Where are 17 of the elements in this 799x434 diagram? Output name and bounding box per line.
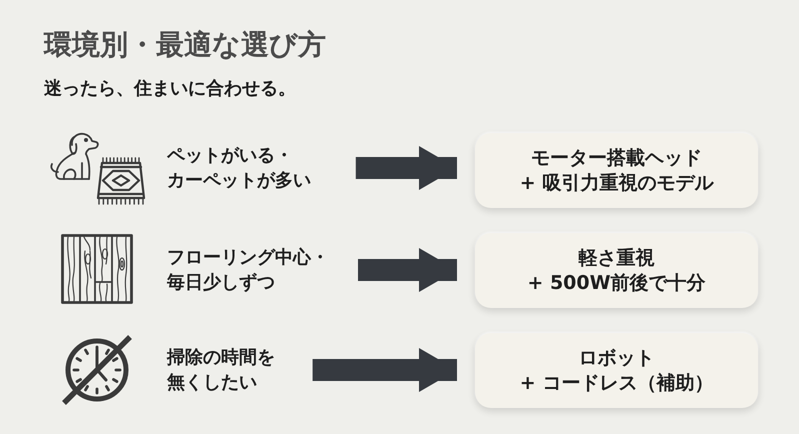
recommendation-text: + 吸引力重視のモデル	[520, 170, 714, 196]
recommendation-text: モーター搭載ヘッド	[531, 146, 702, 170]
block-arrow	[358, 248, 457, 292]
recommendation-text: + 500W前後で十分	[527, 270, 706, 296]
recommendation-text: ロボット	[578, 346, 654, 370]
condition-text: 掃除の時間を無くしたい	[167, 346, 276, 395]
recommendation-card	[475, 233, 758, 308]
title: 環境別・最適な選び方	[44, 28, 326, 62]
block-arrow	[356, 146, 457, 190]
recommendation-card	[475, 333, 758, 408]
recommendation-text: 軽さ重視	[578, 246, 654, 270]
recommendation-card	[475, 133, 758, 208]
block-arrow	[312, 348, 457, 392]
condition-text: フローリング中心・毎日少しずつ	[167, 246, 330, 295]
recommendation-text: + コードレス（補助）	[520, 370, 714, 396]
condition-text: ペットがいる・カーペットが多い	[167, 144, 312, 193]
subtitle: 迷ったら、住まいに合わせる。	[44, 77, 296, 101]
